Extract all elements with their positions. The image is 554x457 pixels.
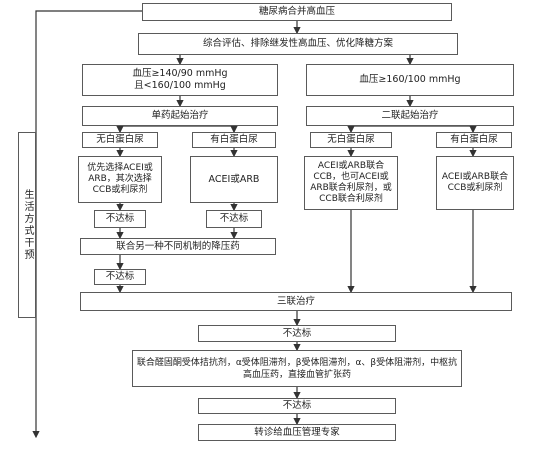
proteinuria-right-box: 有白蛋白尿 — [436, 132, 512, 148]
no-proteinuria-right-box: 无白蛋白尿 — [310, 132, 392, 148]
mono-no-proteinuria-drug-box: 优先选择ACEI或ARB，其次选择CCB或利尿剂 — [78, 156, 162, 203]
mono-proteinuria-drug-box: ACEI或ARB — [190, 156, 278, 203]
add-drugs-box: 联合醛固酮受体拮抗剂，α受体阻滞剂，β受体阻滞剂，α、β受体阻滞剂，中枢抗高血压… — [132, 350, 462, 387]
dual-no-proteinuria-drug-box: ACEI或ARB联合CCB，也可ACEI或ARB联合利尿剂，或CCB联合利尿剂 — [304, 156, 398, 210]
no-proteinuria-left-box: 无白蛋白尿 — [82, 132, 158, 148]
bp-low-box: 血压≥140/90 mmHg 且<160/100 mmHg — [82, 64, 278, 96]
triple-therapy-box: 三联治疗 — [80, 292, 512, 311]
not-reached-e-box: 不达标 — [198, 398, 396, 414]
not-reached-d-box: 不达标 — [198, 325, 396, 342]
dual-therapy-box: 二联起始治疗 — [306, 106, 514, 126]
proteinuria-left-box: 有白蛋白尿 — [192, 132, 276, 148]
mono-therapy-box: 单药起始治疗 — [82, 106, 278, 126]
title-box: 糖尿病合并高血压 — [142, 3, 452, 21]
assess-box: 综合评估、排除继发性高血压、优化降糖方案 — [138, 33, 458, 55]
not-reached-b-box: 不达标 — [206, 210, 262, 228]
bp-high-box: 血压≥160/100 mmHg — [306, 64, 514, 96]
not-reached-c-box: 不达标 — [94, 269, 146, 285]
combine-other-drug-box: 联合另一种不同机制的降压药 — [80, 238, 276, 255]
dual-proteinuria-drug-box: ACEI或ARB联合CCB或利尿剂 — [436, 156, 514, 210]
refer-specialist-box: 转诊给血压管理专家 — [198, 424, 396, 441]
lifestyle-intervention-box: 生活方式干预 — [18, 132, 36, 318]
not-reached-a-box: 不达标 — [94, 210, 146, 228]
